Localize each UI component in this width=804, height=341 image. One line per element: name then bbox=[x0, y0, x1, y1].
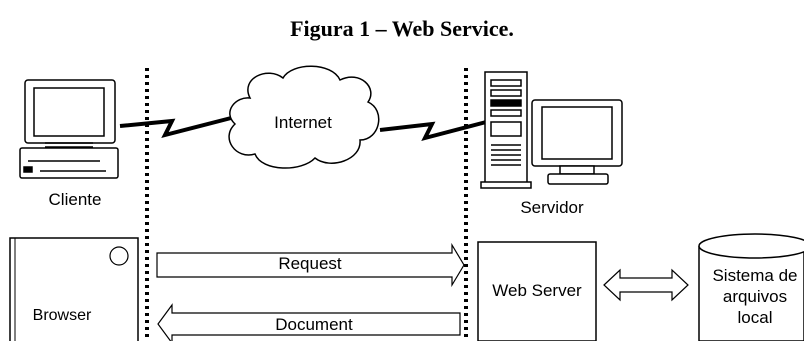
storage-label-line3: local bbox=[738, 308, 773, 327]
browser-window bbox=[9, 237, 139, 341]
storage-label-line1: Sistema de bbox=[712, 266, 797, 285]
storage-label-line2: arquivos bbox=[723, 287, 787, 306]
request-label: Request bbox=[278, 254, 342, 273]
server-monitor-icon bbox=[531, 99, 623, 185]
browser-label: Browser bbox=[33, 307, 92, 324]
document-arrow bbox=[157, 303, 461, 341]
client-link-lightning bbox=[119, 115, 236, 139]
client-label: Cliente bbox=[49, 190, 102, 209]
server-link-lightning bbox=[379, 119, 491, 142]
bidirectional-arrow bbox=[603, 268, 689, 302]
figure-title: Figura 1 – Web Service. bbox=[290, 16, 514, 41]
web-server-box bbox=[477, 241, 597, 341]
browser-corner-circle-icon bbox=[109, 246, 129, 266]
storage-cylinder-icon bbox=[698, 233, 804, 341]
server-label: Servidor bbox=[520, 198, 584, 217]
internet-cloud-icon bbox=[228, 65, 380, 169]
document-label: Document bbox=[275, 315, 353, 334]
internet-label: Internet bbox=[274, 113, 332, 132]
client-computer-icon bbox=[19, 79, 119, 179]
request-arrow bbox=[156, 242, 465, 288]
server-tower-icon bbox=[480, 71, 532, 189]
web-server-label: Web Server bbox=[492, 281, 582, 300]
